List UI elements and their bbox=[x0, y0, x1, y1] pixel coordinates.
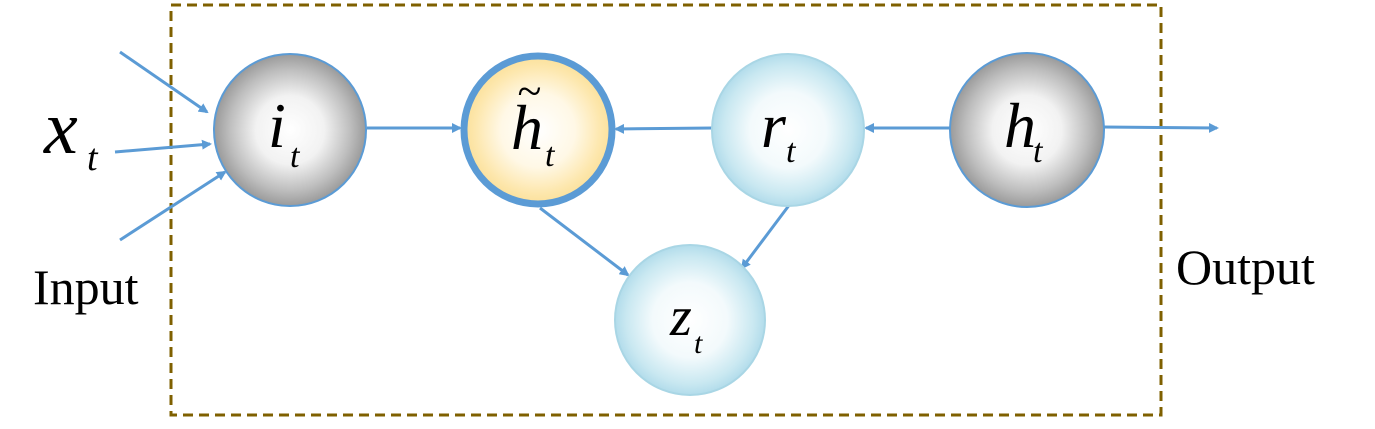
output-arrow bbox=[1102, 122, 1219, 133]
input-arrow-top bbox=[119, 50, 209, 114]
node-htilde-base: h bbox=[511, 92, 543, 163]
node-h-sub: t bbox=[1033, 133, 1044, 170]
input-label: Input bbox=[33, 259, 139, 315]
node-htilde-accent: ~ bbox=[517, 67, 541, 116]
node-candidate-state: h ~ t bbox=[460, 52, 616, 208]
output-label: Output bbox=[1176, 239, 1315, 295]
node-i-base: i bbox=[268, 90, 286, 161]
arrow-htilde-to-z bbox=[539, 206, 630, 277]
input-symbol-sub: t bbox=[87, 137, 99, 179]
input-arrow-bottom bbox=[119, 170, 227, 242]
node-r-sub: t bbox=[786, 133, 797, 170]
node-update-gate: z t bbox=[614, 244, 766, 396]
arrow-r-to-z bbox=[740, 203, 792, 270]
cell-boundary bbox=[169, 3, 1163, 417]
node-hidden-state: h t bbox=[949, 52, 1105, 208]
node-i-sub: t bbox=[290, 138, 301, 175]
node-h-base: h bbox=[1004, 90, 1036, 161]
node-htilde-sub: t bbox=[545, 137, 556, 174]
input-symbol-base: x bbox=[43, 86, 78, 170]
node-input-gate: i t bbox=[213, 53, 367, 207]
node-z-sub: t bbox=[694, 327, 703, 360]
node-reset-gate: r t bbox=[711, 53, 865, 207]
input-arrow-middle bbox=[114, 139, 212, 154]
arrow-r-to-htilde bbox=[614, 123, 714, 134]
node-z-base: z bbox=[669, 286, 692, 348]
node-r-base: r bbox=[761, 90, 787, 161]
